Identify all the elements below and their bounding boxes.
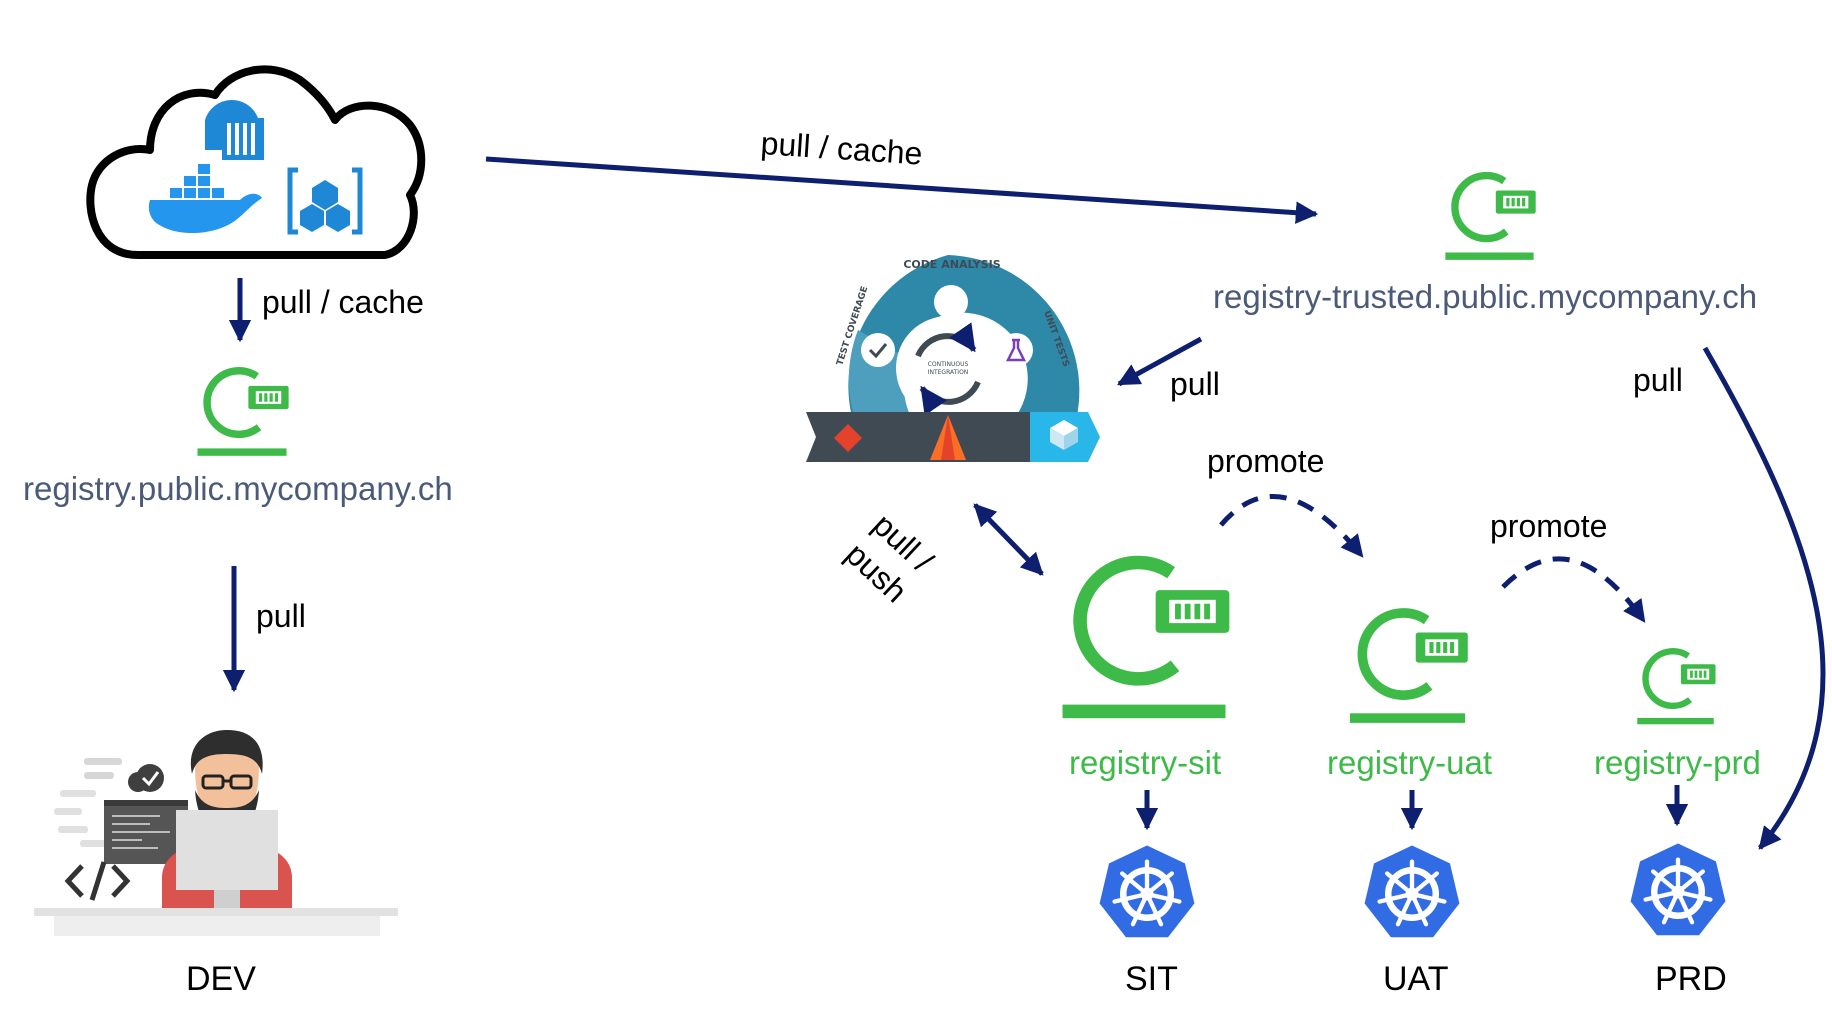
arrow-cloud-to-trusted [485,156,1319,224]
edge-label-promote-1: promote [1207,443,1325,479]
azure-container-registry-icon [205,99,264,160]
registry-uat-label: registry-uat [1327,744,1493,781]
env-label-prd: PRD [1655,960,1727,998]
arrow-ci-sit-pull-push [973,503,1044,576]
svg-text:CONTINUOUS: CONTINUOUS [928,361,969,368]
arrow-trusted-to-ci [1117,336,1203,387]
registry-public-label: registry.public.mycompany.ch [23,470,453,507]
arrow-promote-uat-to-prd [1501,556,1647,623]
registry-prd-icon [1637,651,1715,724]
registry-trusted-icon [1445,176,1535,260]
registry-uat-icon [1350,613,1468,723]
arrow-trusted-to-prd [1702,346,1826,850]
registry-sit-label: registry-sit [1069,744,1222,781]
registry-prd-label: registry-prd [1594,744,1761,781]
registry-trusted-label: registry-trusted.public.mycompany.ch [1213,278,1758,315]
edge-label-pull-prd: pull [1633,362,1683,398]
docker-whale-icon [148,164,262,234]
developer-at-desk-icon [34,730,398,936]
azure-container-instances-icon [287,167,363,235]
edge-label-pull-ci: pull [1170,366,1220,402]
kubernetes-sit-icon [1098,844,1195,938]
continuous-integration-icon: CONTINUOUS INTEGRATION CODE ANALYSIS TES… [806,255,1100,462]
env-label-uat: UAT [1383,960,1449,998]
svg-text:INTEGRATION: INTEGRATION [928,369,969,376]
edge-label-pull-dev: pull [256,598,306,634]
kubernetes-prd-icon [1629,842,1726,936]
arrow-promote-sit-to-uat [1219,493,1364,558]
env-label-sit: SIT [1125,960,1178,998]
edge-label-pull-cache-left: pull / cache [262,284,424,320]
kubernetes-uat-icon [1363,844,1460,938]
svg-text:CODE ANALYSIS: CODE ANALYSIS [903,258,1000,271]
registry-public-icon [197,371,288,456]
cloud-icon [86,65,426,259]
registry-sit-icon [1063,562,1230,718]
edge-label-promote-2: promote [1490,508,1608,544]
env-label-dev: DEV [186,960,256,998]
